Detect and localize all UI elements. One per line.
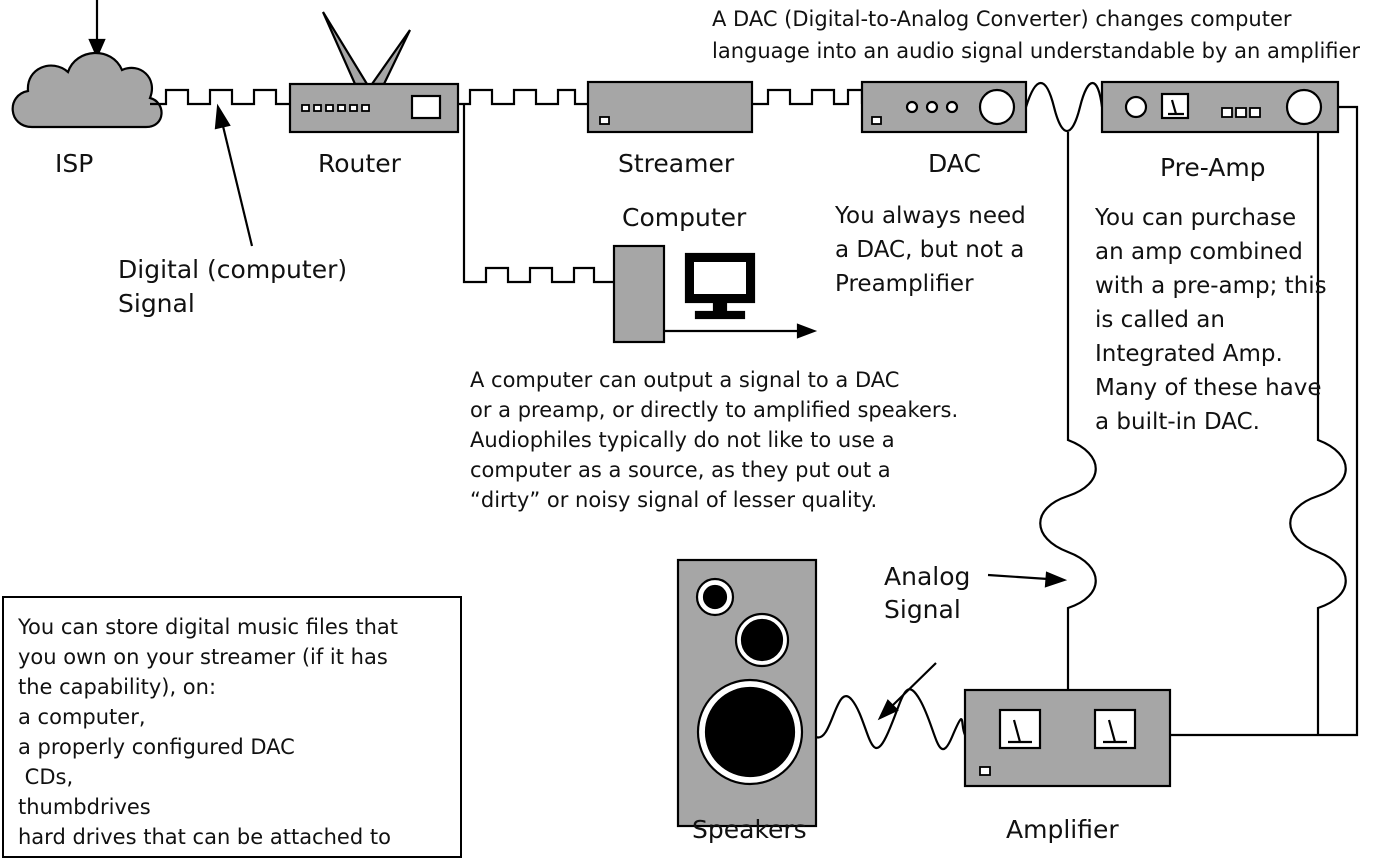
preamp-note-line3: with a pre-amp; this	[1095, 273, 1327, 299]
incoming-arrowhead	[88, 38, 106, 59]
amplifier-label: Amplifier	[1006, 815, 1119, 844]
analog-wave-preamp-amp-right	[1289, 132, 1347, 735]
preamp-note-line7: a built-in DAC.	[1095, 409, 1260, 435]
preamp-label: Pre-Amp	[1160, 153, 1266, 182]
dac-definition-line2: language into an audio signal understand…	[712, 39, 1361, 63]
analog-wave-preamp-amp-left	[1039, 132, 1097, 690]
amp-meter-left-needle	[1008, 719, 1032, 744]
digital-signal-pointer	[220, 121, 254, 247]
preamp-button-1	[1221, 107, 1233, 118]
speakers-label: Speakers	[692, 815, 807, 844]
computer-note-line2: or a preamp, or directly to amplified sp…	[470, 398, 959, 422]
storage-note-line5: a properly configured DAC	[18, 735, 295, 759]
computer-note-line4: computer as a source, as they put out a	[470, 458, 891, 482]
streamer-label: Streamer	[618, 149, 735, 178]
streamer-box	[586, 80, 754, 134]
analog-signal-pointer-right-head	[1044, 571, 1068, 588]
digital-signal-label-line2: Signal	[118, 289, 195, 318]
storage-note-box	[2, 596, 462, 858]
isp-label: ISP	[55, 149, 94, 178]
preamp-button-3	[1249, 107, 1261, 118]
dac-label: DAC	[928, 149, 981, 178]
preamp-output-line	[1170, 105, 1359, 737]
router-label: Router	[318, 149, 401, 178]
digital-wave-router-computer	[462, 104, 614, 284]
amp-meter-right-needle	[1103, 719, 1127, 744]
computer-note-line5: “dirty” or noisy signal of lesser qualit…	[470, 488, 878, 512]
dac-indicator	[871, 116, 882, 125]
analog-signal-pointer-right	[987, 573, 1049, 581]
preamp-note-line6: Many of these have	[1095, 375, 1322, 401]
router-port-lights	[301, 104, 370, 112]
computer-output-arrowhead	[796, 323, 818, 339]
analog-signal-label-line1: Analog	[884, 562, 971, 591]
analog-wave-amp-speakers	[815, 688, 967, 751]
dac-need-line2: a DAC, but not a	[835, 237, 1025, 263]
speaker-midrange-cone	[740, 618, 784, 662]
preamp-note-line4: is called an	[1095, 307, 1225, 333]
computer-tower	[612, 244, 666, 344]
storage-note-line2: you own on your streamer (if it has	[18, 645, 388, 669]
router-antenna-left	[321, 11, 369, 86]
dac-volume-knob	[978, 88, 1016, 126]
computer-note-line3: Audiophiles typically do not like to use…	[470, 428, 895, 452]
analog-signal-label-line2: Signal	[884, 595, 961, 624]
storage-note-line4: a computer,	[18, 705, 146, 729]
dac-need-line1: You always need	[835, 203, 1026, 229]
computer-note-line1: A computer can output a signal to a DAC	[470, 368, 900, 392]
speaker-tweeter-cone	[702, 584, 728, 610]
preamp-meter-needle	[1168, 99, 1184, 116]
router-antenna-right	[369, 29, 411, 86]
digital-wave-router-streamer	[458, 88, 588, 106]
analog-wave-dac-preamp	[1024, 82, 1104, 132]
preamp-note-line1: You can purchase	[1095, 205, 1297, 231]
router-display	[410, 94, 442, 120]
storage-note-line8: hard drives that can be attached to	[18, 825, 391, 849]
storage-note-line7: thumbdrives	[18, 795, 151, 819]
preamp-note-line2: an amp combined	[1095, 239, 1303, 265]
dac-knob-2	[925, 100, 939, 114]
monitor-stand	[712, 298, 728, 314]
speaker-woofer-cone	[704, 686, 796, 778]
monitor-screen	[694, 262, 746, 294]
preamp-left-knob	[1124, 95, 1148, 119]
digital-signal-label-line1: Digital (computer)	[118, 255, 348, 284]
storage-note-line1: You can store digital music files that	[18, 615, 399, 639]
digital-wave-isp-router	[150, 88, 290, 106]
preamp-button-2	[1235, 107, 1247, 118]
storage-note-line6: CDs,	[18, 765, 74, 789]
dac-knob-3	[945, 100, 959, 114]
storage-note-line3: the capability), on:	[18, 675, 217, 699]
analog-signal-pointer-down-head	[877, 699, 899, 721]
dac-need-line3: Preamplifier	[835, 271, 974, 297]
computer-label: Computer	[622, 203, 747, 232]
streamer-indicator	[599, 116, 610, 125]
digital-wave-streamer-dac	[752, 88, 864, 106]
preamp-note-line5: Integrated Amp.	[1095, 341, 1283, 367]
isp-cloud-icon	[11, 51, 163, 129]
dac-knob-1	[905, 100, 919, 114]
amplifier-box	[963, 688, 1172, 788]
digital-signal-pointer-head	[214, 103, 231, 130]
preamp-volume-knob	[1285, 88, 1323, 126]
analog-signal-pointer-down	[891, 662, 937, 707]
amp-indicator	[979, 766, 991, 776]
dac-definition-line1: A DAC (Digital-to-Analog Converter) chan…	[712, 7, 1292, 31]
monitor-base	[694, 310, 746, 320]
